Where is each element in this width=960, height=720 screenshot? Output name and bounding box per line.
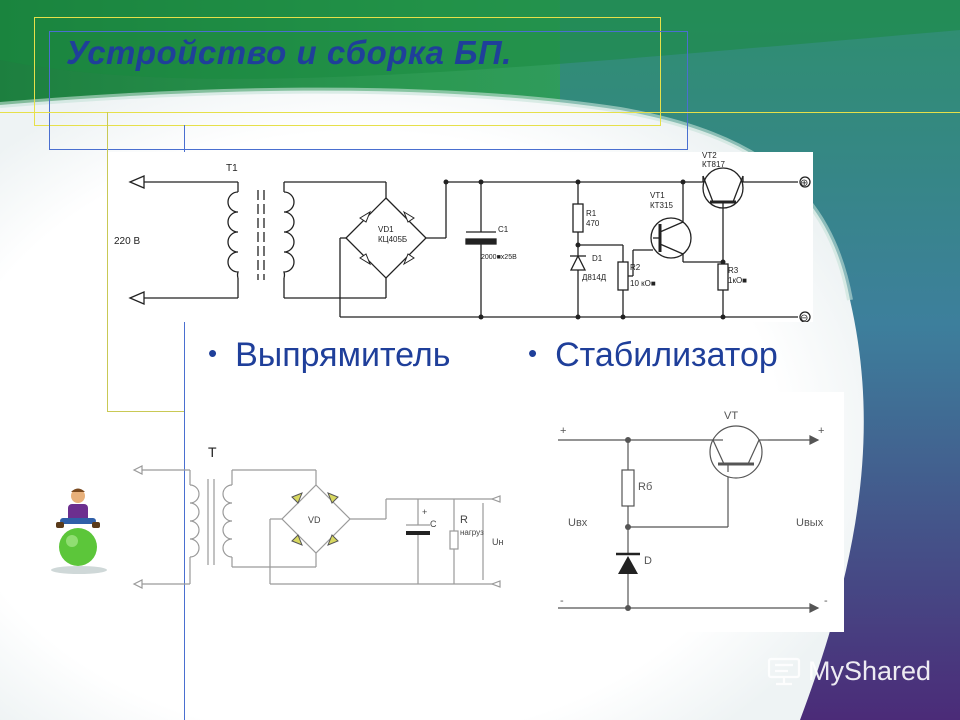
rect-voltage-label: Uн (492, 537, 503, 547)
stabilizer-schematic: + + - - VT Rб D Uвх Uвых (528, 392, 844, 632)
watermark-text: MyShared (808, 655, 932, 686)
stab-uin-label: Uвх (568, 517, 588, 529)
rect-load-note: нагруз (460, 528, 484, 537)
stab-in-plus: + (560, 425, 566, 437)
r1-value-label: 470 (586, 219, 600, 228)
vt1-label: VT1 (650, 191, 665, 200)
vd1-label: VD1 (378, 225, 394, 234)
stab-out-plus: + (818, 425, 824, 437)
r3-label: R3 (728, 266, 739, 275)
rect-transformer-label: T (208, 444, 217, 460)
stabilized-psu-schematic: T1 220 В VD1 КЦ405Б C1 2000■х25В R1 470 … (108, 152, 813, 322)
rectifier-schematic: T VD C + R нагруз Uн (132, 444, 503, 589)
c1-value-label: 2000■х25В (481, 254, 517, 261)
d1-label: D1 (592, 254, 603, 263)
c1-label: C1 (498, 225, 509, 234)
stab-out-minus: - (824, 595, 828, 607)
rect-diodes-label: VD (308, 515, 321, 525)
stab-transistor-label: VT (724, 410, 738, 422)
rect-capacitor-label: C (430, 519, 437, 529)
stab-in-minus: - (560, 595, 564, 607)
r3-value-label: 1кО■ (728, 276, 747, 285)
input-voltage-label: 220 В (114, 236, 140, 247)
clipart-figure (51, 488, 107, 574)
r1-label: R1 (586, 209, 597, 218)
output-plus-label: ⊕ (800, 178, 808, 189)
stab-resistor-label: Rб (638, 481, 652, 493)
vt1-type-label: КТ315 (650, 201, 673, 210)
r2-label: R2 (630, 263, 641, 272)
d1-type-label: Д814Д (582, 273, 607, 282)
r2-value-label: 10 кО■ (630, 279, 656, 288)
rect-load-label: R (460, 514, 468, 526)
vt2-type-label: КТ817 (702, 160, 725, 169)
watermark: MyShared (766, 655, 931, 687)
t1-label: T1 (226, 163, 238, 174)
presentation-icon (767, 657, 801, 686)
page-title: Устройство и сборка БП. (66, 34, 512, 71)
stab-diode-label: D (644, 555, 652, 567)
bullet-stabilizer-text: Стабилизатор (555, 336, 778, 374)
stab-uout-label: Uвых (796, 517, 824, 529)
rect-capacitor-plus: + (422, 507, 427, 517)
bullet-rectifier-text: Выпрямитель (235, 336, 451, 374)
output-minus-label: ⊖ (800, 313, 808, 322)
vd1-type-label: КЦ405Б (378, 235, 407, 244)
bullet-rectifier: •Выпрямитель (208, 336, 451, 374)
vt2-label: VT2 (702, 152, 717, 160)
bullet-stabilizer: •Стабилизатор (528, 336, 778, 374)
